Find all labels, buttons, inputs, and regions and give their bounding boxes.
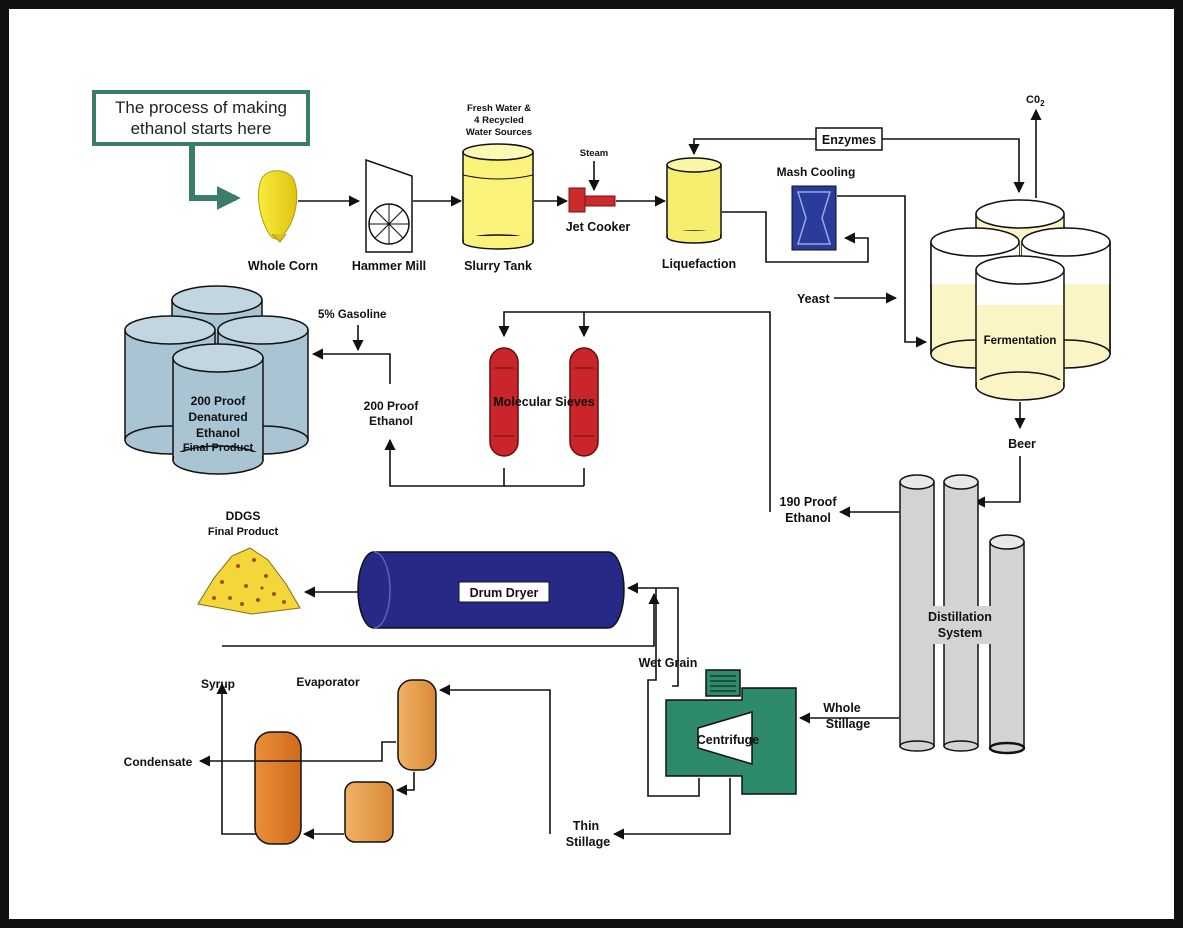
ddgs-label-2: Final Product: [208, 526, 279, 538]
co2-label: C02: [1026, 94, 1045, 108]
cooler-to-fermentation-line: [837, 195, 928, 348]
start-note-line2: ethanol starts here: [130, 119, 272, 138]
ddgs-label-1: DDGS: [226, 509, 261, 523]
enzymes-label: Enzymes: [822, 133, 876, 147]
product-label-4: Final Product: [183, 442, 254, 454]
fermentation-tanks-icon: [930, 199, 1111, 401]
product-label-2: Denatured: [188, 410, 247, 424]
beer-label: Beer: [1008, 437, 1036, 451]
hammer-mill-label: Hammer Mill: [352, 259, 426, 273]
drum-dryer-label: Drum Dryer: [470, 586, 539, 600]
ddgs-pile-icon: [197, 547, 301, 615]
slurry-tank-label: Slurry Tank: [464, 259, 532, 273]
wet-grain-label: Wet Grain: [639, 656, 698, 670]
syrup-label: Syrup: [201, 677, 235, 691]
liquefaction-to-cooler-line: [722, 211, 869, 263]
evaporator-tank-large-icon: [254, 731, 302, 845]
centrifuge-to-thin-stillage-arrow: [612, 778, 731, 840]
mash-cooling-label: Mash Cooling: [777, 165, 856, 179]
ethanol-storage-tanks-icon: [124, 285, 309, 475]
evaporator-tank-tall-icon: [397, 679, 437, 771]
start-note-box: The process of making ethanol starts her…: [92, 90, 310, 146]
sieves-to-200-proof-arrow: [384, 438, 505, 487]
thin-stillage-label-1: Thin: [573, 819, 599, 833]
evap-tall-to-small-arrow: [395, 772, 415, 796]
thin-stillage-label-2: Stillage: [566, 835, 611, 849]
start-arrow: [189, 146, 241, 210]
product-label-3: Ethanol: [196, 426, 240, 440]
proof190-label-2: Ethanol: [785, 511, 831, 525]
centrifuge-icon: [665, 669, 797, 795]
fresh-water-label-1: Fresh Water &: [467, 103, 531, 114]
fresh-water-label-2: 4 Recycled: [474, 115, 524, 126]
drum-dryer-icon: [357, 551, 625, 629]
liquefaction-label: Liquefaction: [662, 257, 736, 271]
fermentation-label: Fermentation: [984, 335, 1057, 347]
enzymes-to-liquefaction-arrow: [688, 138, 816, 156]
wet-grain-to-dryer-arrow: [626, 582, 679, 687]
jet-cooker-label: Jet Cooker: [566, 220, 631, 234]
whole-stillage-label-1: Whole: [823, 701, 861, 715]
slurry-tank-icon: [462, 143, 534, 250]
gasoline-label: 5% Gasoline: [318, 309, 386, 321]
syrup-to-dryer-arrow: [222, 592, 660, 647]
distillation-label-1: Distillation: [928, 610, 992, 624]
condensate-arrow: [198, 741, 396, 767]
yeast-label: Yeast: [797, 292, 831, 306]
evaporator-tank-small-icon: [344, 781, 394, 843]
whole-stillage-label-2: Stillage: [826, 717, 871, 731]
mash-cooler-icon: [791, 185, 837, 251]
distillation-columns-icon: [899, 474, 1026, 755]
molecular-sieve-1-icon: [489, 347, 519, 457]
fresh-water-label-3: Water Sources: [466, 127, 532, 138]
product-label-1: 200 Proof: [191, 394, 247, 408]
centrifuge-wet-grain-line: [647, 588, 700, 797]
molecular-sieves-label: Molecular Sieves: [493, 395, 594, 409]
steam-label: Steam: [580, 148, 609, 159]
whole-corn-label: Whole Corn: [248, 259, 318, 273]
condensate-label: Condensate: [124, 755, 193, 769]
jet-cooker-icon: [568, 187, 616, 213]
liquefaction-tank-icon: [666, 157, 722, 244]
proof190-label-1: 190 Proof: [780, 495, 838, 509]
molecular-sieve-2-icon: [569, 347, 599, 457]
ethanol-to-storage-arrow: [311, 348, 391, 384]
thin-stillage-to-evaporator-arrow: [438, 684, 551, 834]
190-proof-to-sieves-line: [498, 311, 771, 512]
proof200-label-1: 200 Proof: [364, 399, 420, 413]
hammer-mill-icon: [365, 158, 413, 253]
evaporator-label: Evaporator: [296, 675, 360, 689]
enzymes-to-fermentation-arrow: [882, 138, 1025, 194]
beer-to-distillation-arrow: [973, 456, 1021, 508]
centrifuge-label: Centrifuge: [697, 733, 760, 747]
distillation-label-2: System: [938, 626, 982, 640]
start-note-line1: The process of making: [115, 98, 287, 117]
whole-corn-icon: [258, 170, 298, 243]
proof200-label-2: Ethanol: [369, 414, 413, 428]
